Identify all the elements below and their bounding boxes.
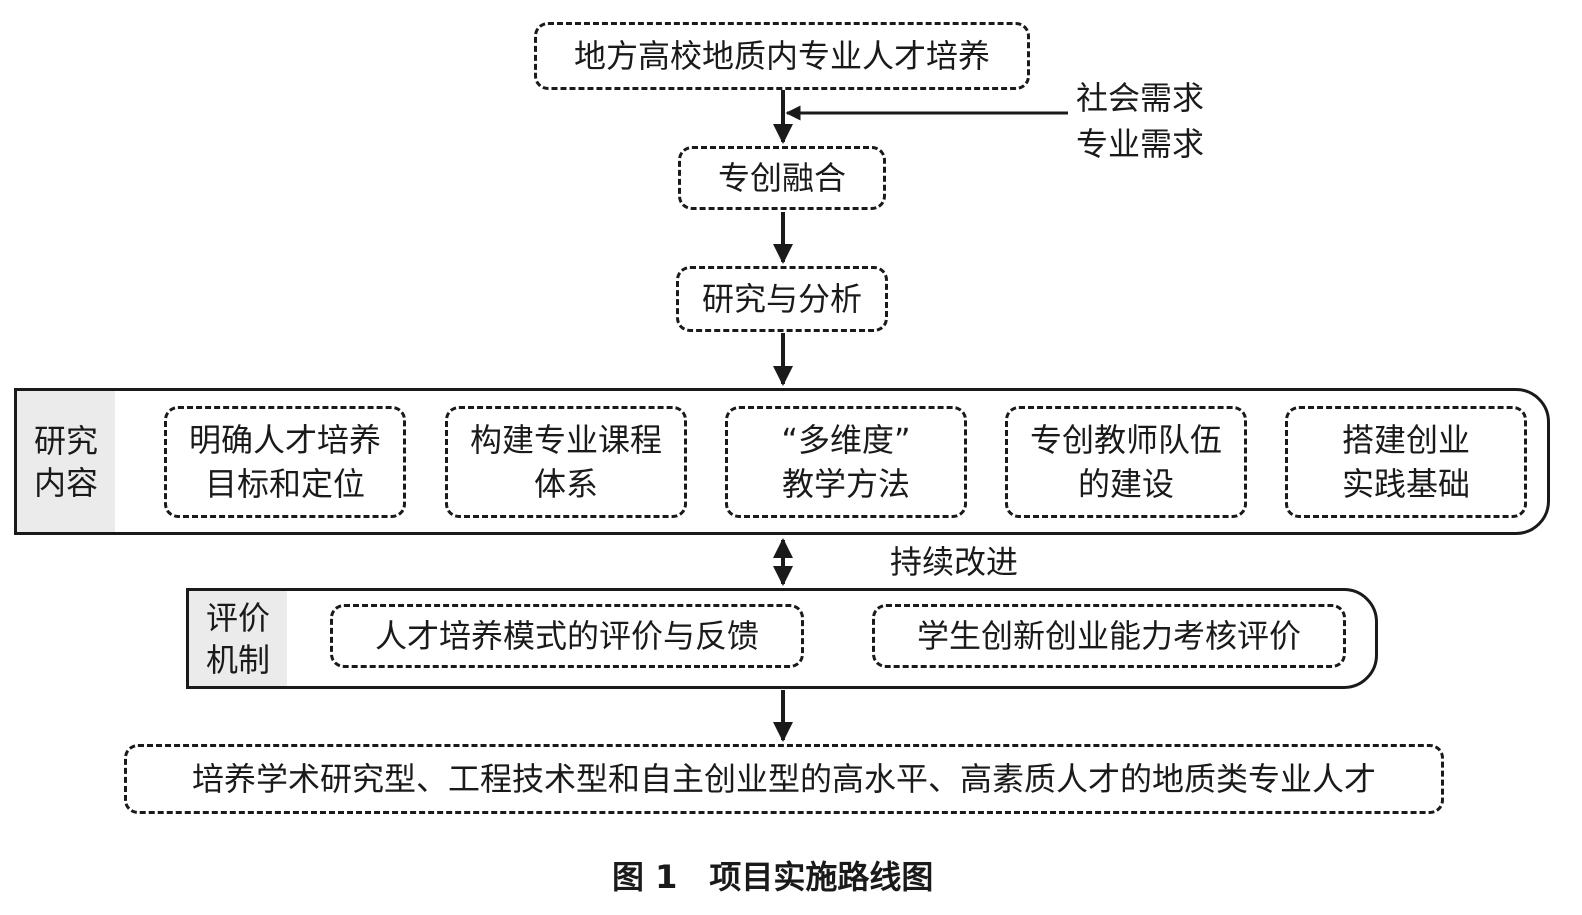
research-item-line: 搭建创业 [1341, 421, 1470, 459]
continuous-improvement-label: 持续改进 [890, 543, 1019, 581]
research-item-line: 专创教师队伍 [1029, 421, 1222, 459]
analysis-box: 研究与分析 [676, 266, 888, 332]
research-item-line: 教学方法 [781, 465, 910, 503]
output-box: 培养学术研究型、工程技术型和自主创业型的高水平、高素质人才的地质类专业人才 [124, 744, 1444, 814]
evaluation-item-text: 人才培养模式的评价与反馈 [374, 617, 759, 655]
research-item-line: 构建专业课程 [469, 421, 662, 459]
research-item-line: 体系 [533, 465, 598, 503]
research-item-line: 目标和定位 [204, 465, 365, 503]
research-item-line: 明确人才培养 [188, 421, 381, 459]
analysis-box-text: 研究与分析 [701, 280, 862, 318]
research-label-line2: 内容 [33, 463, 98, 502]
top-box: 地方高校地质内专业人才培养 [534, 22, 1030, 90]
evaluation-label: 评价 机制 [189, 591, 287, 686]
evaluation-label-line2: 机制 [205, 640, 270, 679]
figure-caption: 图 1 项目实施路线图 [612, 858, 934, 896]
research-label-line1: 研究 [33, 421, 98, 460]
social-need-label: 社会需求 [1076, 79, 1205, 117]
top-box-text: 地方高校地质内专业人才培养 [573, 37, 990, 75]
evaluation-label-line1: 评价 [205, 598, 270, 637]
research-item-practice-base: 搭建创业实践基础 [1285, 406, 1527, 518]
output-box-text: 培养学术研究型、工程技术型和自主创业型的高水平、高素质人才的地质类专业人才 [191, 760, 1376, 798]
evaluation-item-feedback: 人才培养模式的评价与反馈 [330, 604, 804, 668]
fusion-box-text: 专创融合 [717, 159, 846, 197]
research-item-line: 的建设 [1077, 465, 1174, 503]
evaluation-item-text: 学生创新创业能力考核评价 [916, 617, 1301, 655]
evaluation-item-assessment: 学生创新创业能力考核评价 [872, 604, 1346, 668]
research-item-teaching-method: “多维度” 教学方法 [725, 406, 967, 518]
fusion-box: 专创融合 [678, 146, 886, 210]
research-item-teacher-team: 专创教师队伍的建设 [1005, 406, 1247, 518]
research-item-goal: 明确人才培养目标和定位 [164, 406, 406, 518]
research-content-label: 研究 内容 [17, 391, 115, 532]
research-item-curriculum: 构建专业课程体系 [445, 406, 687, 518]
major-need-label: 专业需求 [1076, 125, 1205, 163]
research-item-line: 实践基础 [1341, 465, 1470, 503]
research-item-line: “多维度” [781, 421, 911, 459]
